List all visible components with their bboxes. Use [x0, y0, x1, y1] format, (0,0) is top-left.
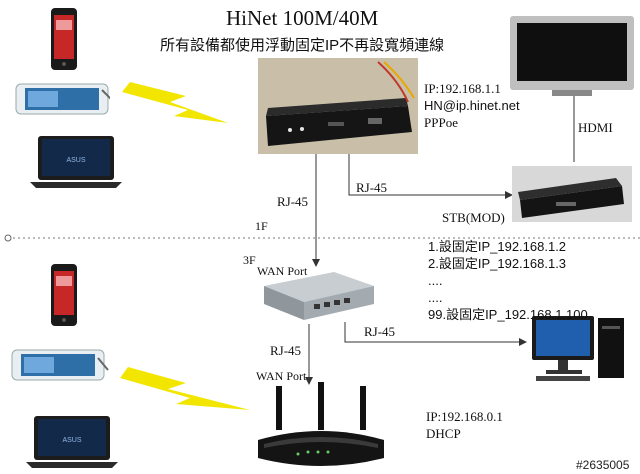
modem-ip: IP:192.168.1.1 — [424, 81, 501, 96]
fixed-ip-item: 99.設固定IP_192.168.1.100 — [428, 307, 588, 322]
tv-icon — [510, 16, 634, 96]
laptop-icon-bottom: ASUS — [26, 416, 118, 468]
stb-label: STB(MOD) — [442, 210, 505, 225]
router-wan-port-label: WAN Port — [256, 369, 307, 383]
smartphone-icon-bottom — [51, 264, 77, 326]
floor-divider-endpoint — [4, 234, 12, 242]
floor-label-3f: 3F — [243, 253, 256, 267]
modem-to-stb-label: RJ-45 — [356, 180, 388, 195]
modem-info-block: IP:192.168.1.1 HN@ip.hinet.net PPPoe — [424, 80, 520, 131]
modem-protocol: PPPoe — [424, 115, 458, 130]
wireless-lightning-bolt-upper — [122, 82, 228, 123]
switch-icon — [264, 272, 374, 320]
diagram-subtitle: 所有設備都使用浮動固定IP不再設寬頻連線 — [160, 37, 445, 54]
router-info-block: IP:192.168.0.1 DHCP — [426, 408, 503, 442]
stb-icon — [512, 166, 632, 222]
diagram-title: HiNet 100M/40M — [226, 6, 379, 30]
desktop-pc-icon — [532, 316, 624, 381]
wireless-router-icon — [258, 382, 384, 466]
laptop-icon-top: ASUS — [30, 136, 122, 188]
svg-text:ASUS: ASUS — [62, 437, 81, 444]
router-mode: DHCP — [426, 426, 461, 441]
floor-label-1f: 1F — [255, 219, 268, 233]
fixed-ip-item: 1.設固定IP_192.168.1.2 — [428, 239, 567, 254]
tablet-icon-top — [15, 83, 110, 115]
switch-to-router-label: RJ-45 — [270, 343, 302, 358]
tablet-icon-bottom — [11, 349, 109, 381]
stb-to-tv-label: HDMI — [578, 120, 613, 135]
modem-icon — [258, 58, 418, 154]
switch-wan-port-label: WAN Port — [257, 264, 308, 278]
smartphone-icon-top — [51, 8, 77, 70]
watermark: #2635005 — [576, 458, 630, 472]
switch-to-pc-line — [344, 322, 527, 346]
fixed-ip-item: .... — [428, 273, 443, 288]
fixed-ip-list: 1.設固定IP_192.168.1.2 2.設固定IP_192.168.1.3 … — [428, 238, 588, 323]
router-ip: IP:192.168.0.1 — [426, 409, 503, 424]
fixed-ip-item: .... — [428, 290, 443, 305]
svg-text:ASUS: ASUS — [66, 157, 85, 164]
wireless-lightning-bolt-lower — [120, 367, 250, 410]
fixed-ip-item: 2.設固定IP_192.168.1.3 — [428, 256, 567, 271]
modem-to-switch-label: RJ-45 — [277, 194, 309, 209]
switch-to-pc-label: RJ-45 — [364, 324, 396, 339]
modem-account: HN@ip.hinet.net — [424, 98, 520, 113]
modem-to-stb-line — [348, 150, 513, 199]
